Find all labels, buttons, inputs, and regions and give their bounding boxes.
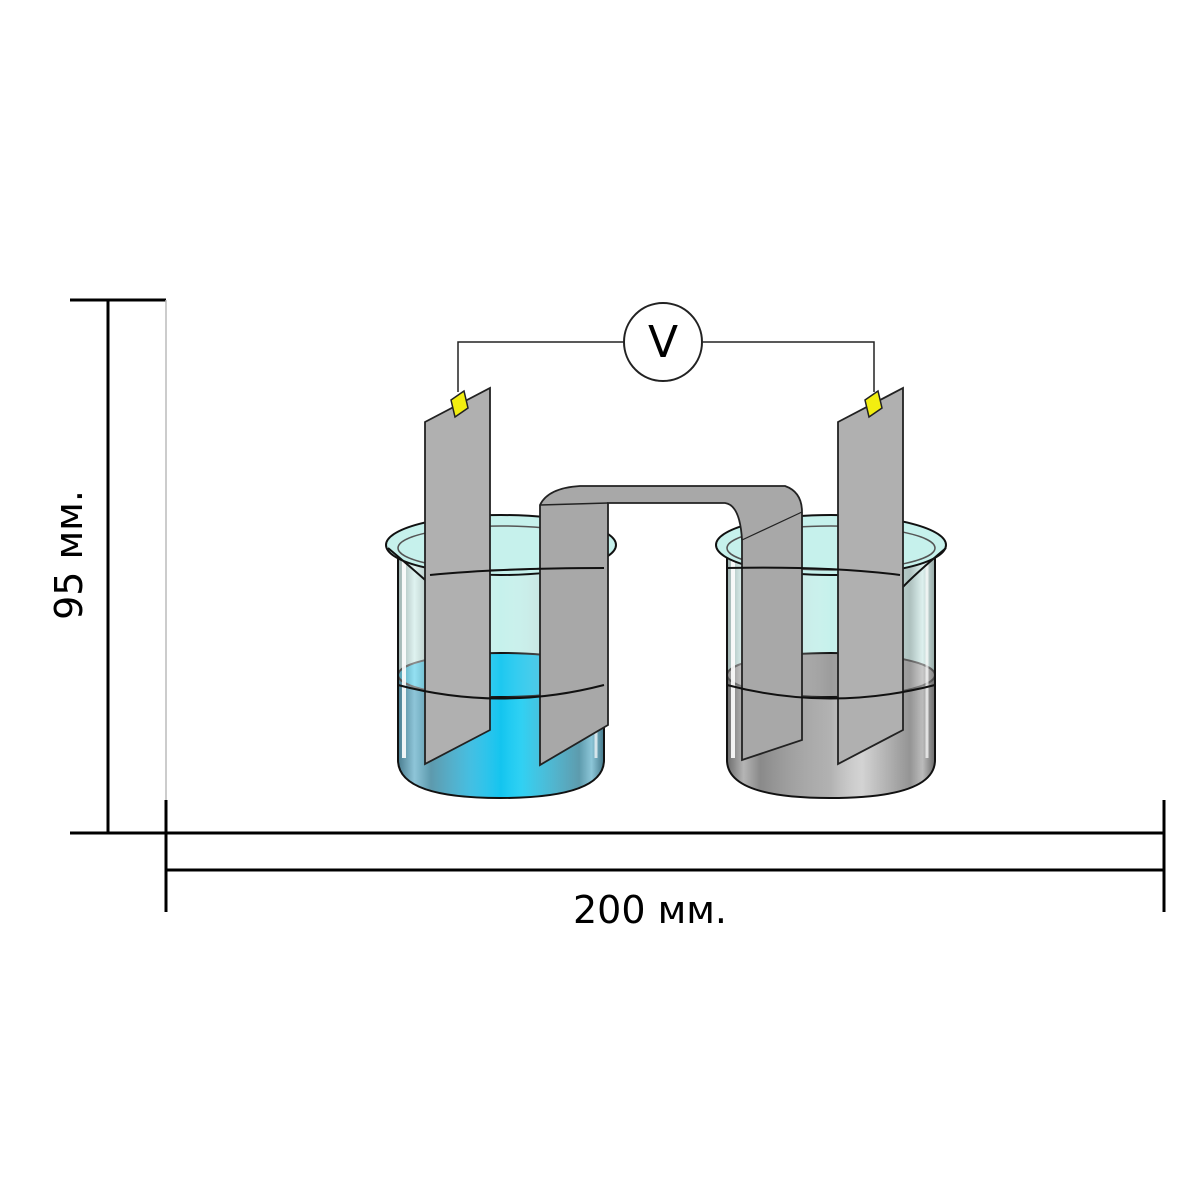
right-electrode <box>837 386 904 766</box>
voltmeter-label: V <box>648 317 678 368</box>
beaker-front-lines <box>397 566 936 700</box>
voltmeter-icon <box>623 302 703 382</box>
circuit-wires <box>457 341 875 392</box>
width-dimension-label: 200 мм. <box>573 888 727 932</box>
voltmeter: V <box>623 302 703 382</box>
salt-bridge <box>539 485 803 767</box>
height-dimension-label: 95 мм. <box>47 490 91 620</box>
left-electrode <box>424 386 491 766</box>
right-terminal-icon <box>864 389 883 419</box>
left-terminal-icon <box>450 389 469 419</box>
dimension-lines <box>70 298 1166 912</box>
